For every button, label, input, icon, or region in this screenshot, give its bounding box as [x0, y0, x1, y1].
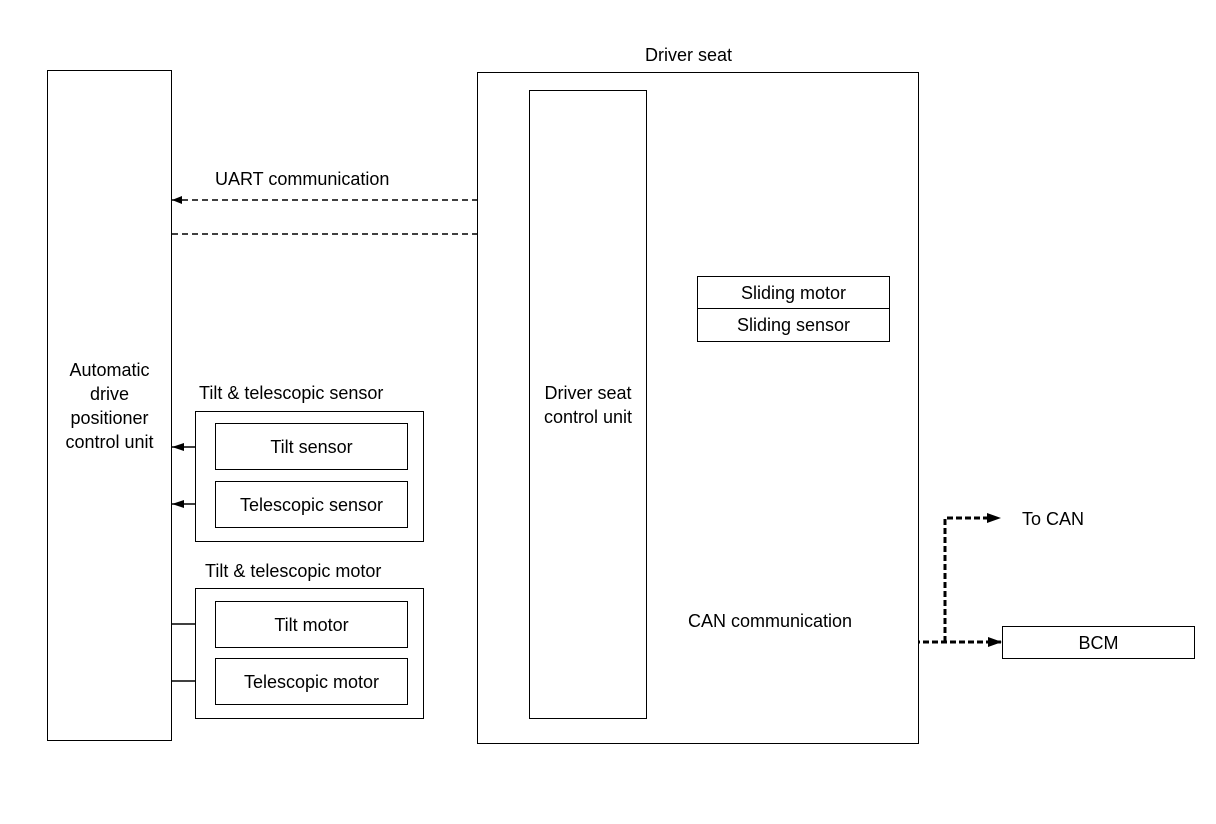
- motor-group-label: Tilt & telescopic motor: [205, 561, 382, 581]
- telescopic-sensor-label: Telescopic sensor: [239, 494, 384, 515]
- driver-seat-control-unit: Driver seat control unit: [529, 90, 647, 719]
- bcm-label: BCM: [1078, 632, 1119, 653]
- tilt-sensor-box: Tilt sensor: [215, 423, 408, 470]
- uart-label: UART communication: [215, 169, 390, 189]
- driver-seat-title: Driver seat: [645, 45, 733, 65]
- telescopic-motor-label: Telescopic motor: [243, 671, 380, 692]
- adp-control-unit: Automatic drive positioner control unit: [47, 70, 172, 741]
- sensor-group-label: Tilt & telescopic sensor: [199, 383, 384, 403]
- to-can-label: To CAN: [1022, 509, 1085, 529]
- sliding-sensor-box: Sliding sensor: [697, 308, 890, 342]
- telescopic-sensor-box: Telescopic sensor: [215, 481, 408, 528]
- bcm-box: BCM: [1002, 626, 1195, 659]
- tilt-motor-box: Tilt motor: [215, 601, 408, 648]
- to-can-arrow: [987, 513, 1001, 523]
- driver-seat-control-unit-label: Driver seat control unit: [543, 382, 633, 427]
- sliding-motor-box: Sliding motor: [697, 276, 890, 310]
- can-label: CAN communication: [688, 611, 853, 631]
- telescopic-motor-box: Telescopic motor: [215, 658, 408, 705]
- adp-control-unit-label: Automatic drive positioner control unit: [65, 359, 154, 452]
- sliding-sensor-label: Sliding sensor: [736, 315, 851, 335]
- can-arrow-to-bcm: [988, 637, 1002, 647]
- to-can-line: [943, 516, 987, 642]
- sliding-motor-label: Sliding motor: [740, 283, 847, 303]
- tilt-sensor-label: Tilt sensor: [270, 436, 353, 457]
- tilt-motor-label: Tilt motor: [274, 614, 349, 635]
